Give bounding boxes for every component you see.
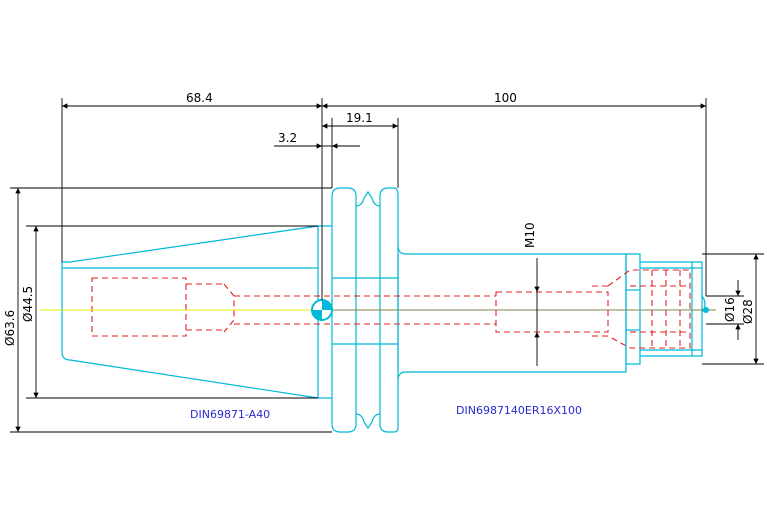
label-holder: DIN6987140ER16X100 [456,404,582,417]
dim-flange-width: 19.1 [346,111,373,125]
hidden-bore-left [91,277,187,337]
shank-outline [397,245,627,381]
dim-overall-left: 68.4 [186,91,213,105]
tip-point-marker [703,307,709,313]
dim-gap: 3.2 [278,131,297,145]
hidden-thread [495,291,609,333]
dim-dia-nut: Ø28 [741,299,755,324]
dim-dia-collet: Ø16 [723,297,737,322]
dim-overall-right: 100 [494,91,517,105]
hidden-features [91,269,691,349]
taper-outline [61,225,319,399]
dim-dia-taper: Ø44.5 [21,286,35,322]
dim-thread: M10 [523,222,537,248]
gauge-point-marker [311,299,333,321]
dimension-lines [10,98,764,433]
label-arbor: DIN69871-A40 [190,408,270,421]
dim-dia-large: Ø63.6 [3,310,17,346]
collet-nut-outline [625,253,703,365]
